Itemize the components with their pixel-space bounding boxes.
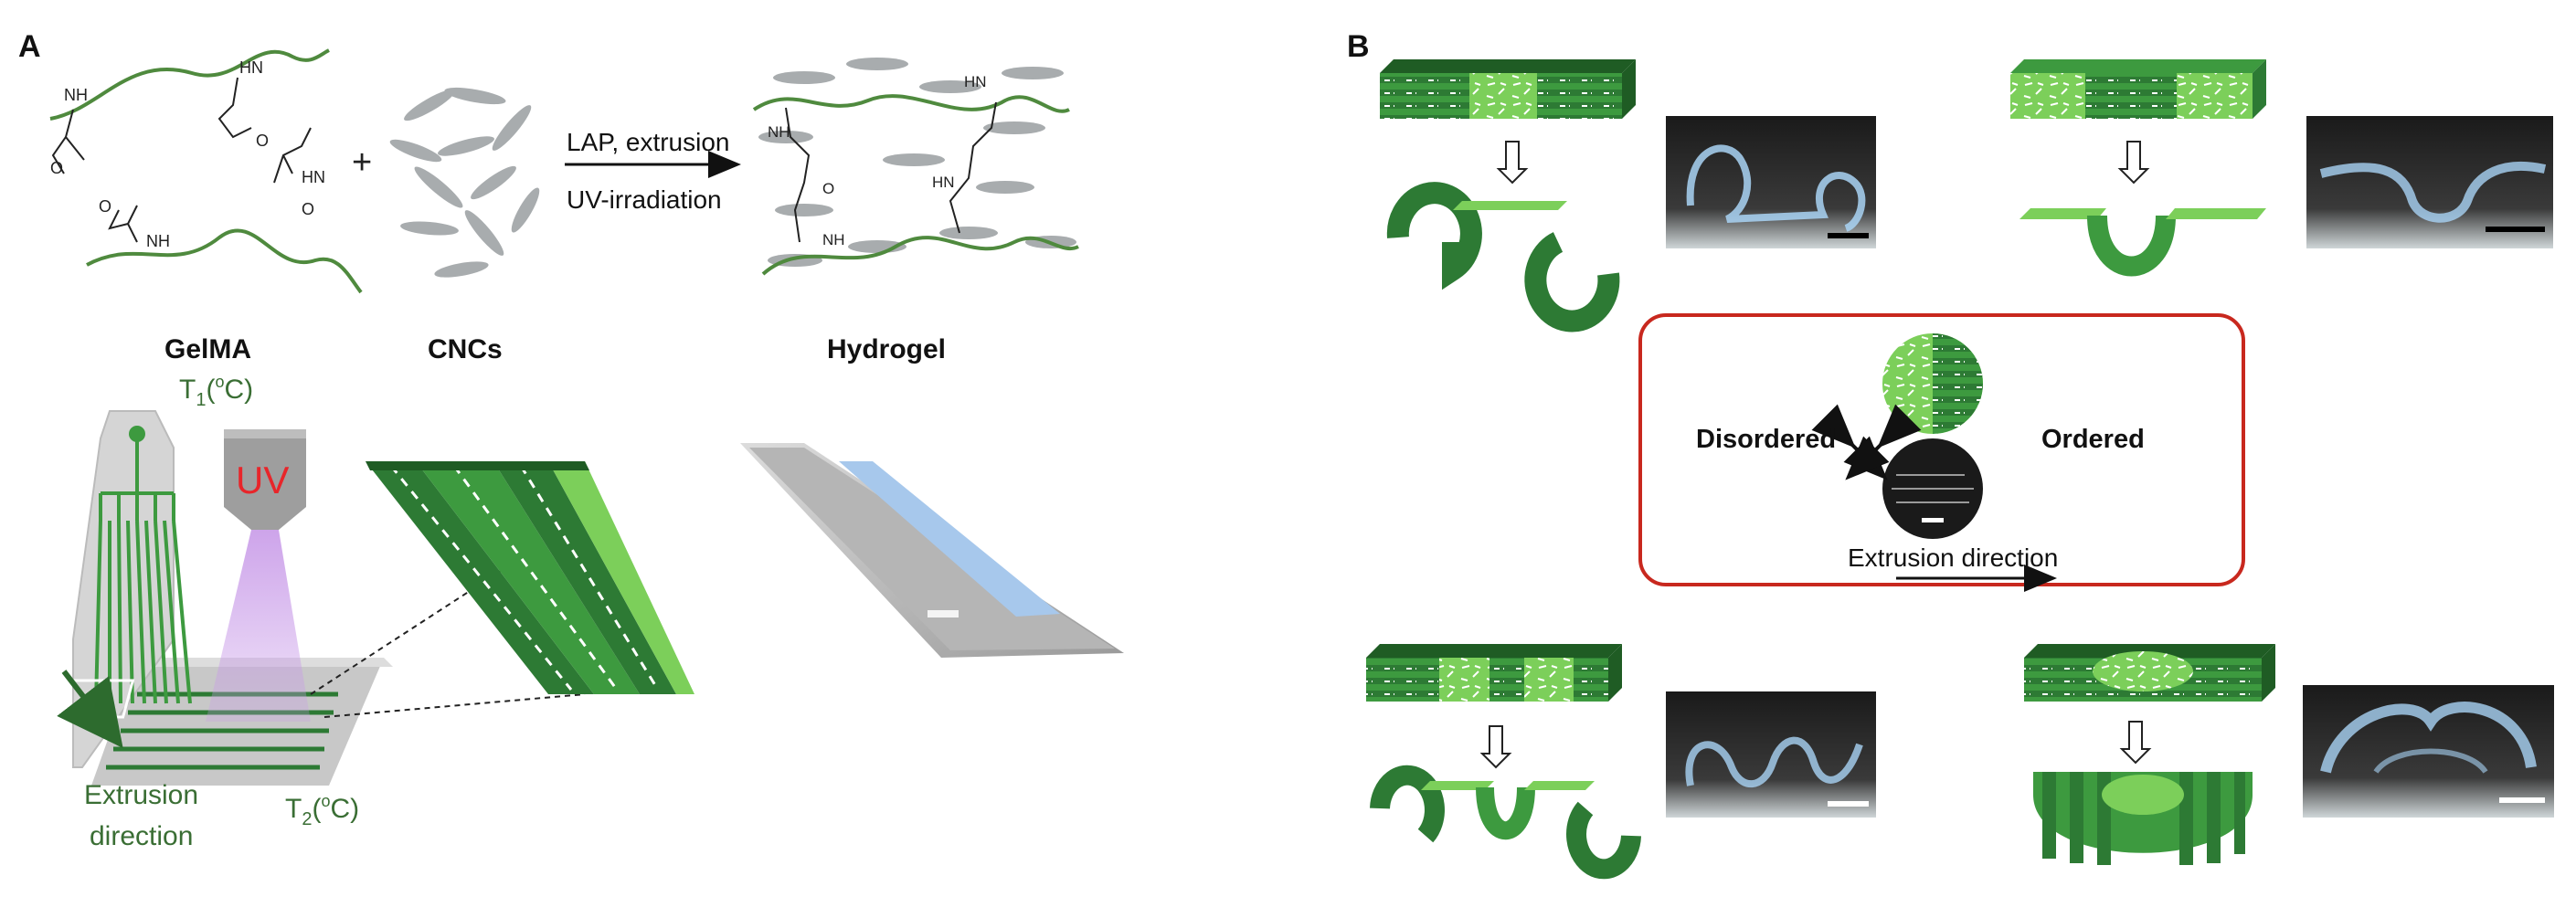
panel-a-letter: A xyxy=(18,29,41,64)
hydrogel-network: NH HN O HN NH xyxy=(752,58,1079,276)
chem-hn-4: HN xyxy=(932,174,955,191)
chem-o-4: O xyxy=(99,197,111,216)
chem-o-5: O xyxy=(822,180,834,197)
panel-b-letter: B xyxy=(1347,29,1370,64)
schematic-bottom-right xyxy=(2024,644,2275,865)
photo-top-right xyxy=(2306,116,2553,248)
photo-bottom-left xyxy=(1666,691,1876,818)
photo-bottom-right xyxy=(2303,685,2554,818)
chem-hn-3: HN xyxy=(964,73,987,90)
label-hydrogel: Hydrogel xyxy=(827,334,946,364)
cnc-crystals xyxy=(389,87,540,278)
chem-o-2: O xyxy=(256,132,269,150)
plus-sign: + xyxy=(352,143,372,182)
t2-label: T2(oC) xyxy=(285,792,359,829)
reaction-condition-1: LAP, extrusion xyxy=(567,128,730,156)
uv-label: UV xyxy=(236,459,289,501)
chem-nh-2: NH xyxy=(146,232,170,250)
schematic-top-left xyxy=(1380,59,1636,332)
disordered-label: Disordered xyxy=(1696,425,1836,454)
ordered-label: Ordered xyxy=(2041,425,2145,454)
reaction-condition-2: UV-irradiation xyxy=(567,185,722,214)
schematic-bottom-left xyxy=(1366,644,1641,880)
printing-setup: UV xyxy=(2,410,586,786)
ordering-legend-box: Disordered Ordered Extrusion direction xyxy=(1638,313,2245,592)
extrusion-label-2: direction xyxy=(90,821,193,851)
chem-o-1: O xyxy=(50,159,63,177)
gelma-molecule: NH HN HN NH O O O O xyxy=(49,48,363,294)
chem-nh-1: NH xyxy=(64,86,88,104)
label-cncs: CNCs xyxy=(428,334,503,364)
photo-top-left xyxy=(1666,116,1876,248)
schematic-top-right xyxy=(2010,59,2266,277)
chem-hn-2: HN xyxy=(302,168,325,186)
magnified-strip xyxy=(366,461,694,694)
chem-o-3: O xyxy=(302,200,314,218)
chem-nh-3: NH xyxy=(768,123,790,141)
extrusion-direction-label: Extrusion direction xyxy=(1848,543,2058,572)
label-gelma: GelMA xyxy=(164,334,251,364)
extrusion-label-1: Extrusion xyxy=(84,780,198,810)
chem-nh-4: NH xyxy=(822,231,845,248)
hydrogel-on-slide-photo xyxy=(740,443,1124,658)
chem-hn-1: HN xyxy=(239,58,263,77)
t1-label: T1(oC) xyxy=(179,373,253,410)
